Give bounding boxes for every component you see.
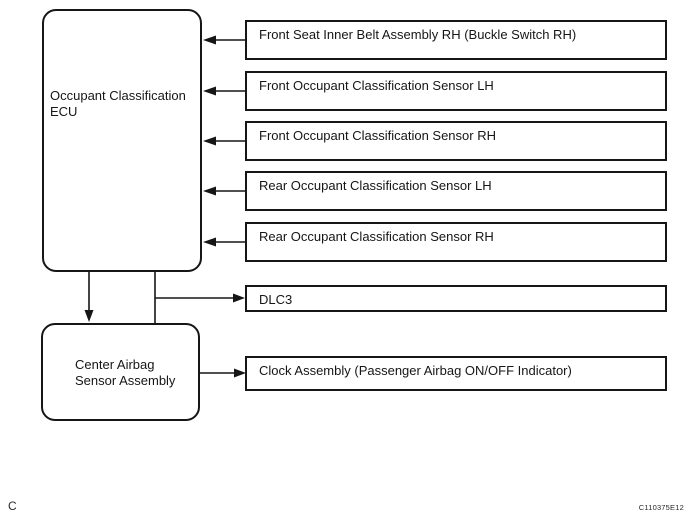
box-label: Front Occupant Classification Sensor RH (259, 128, 496, 143)
center-airbag-sensor-assembly-box: Center Airbag Sensor Assembly (41, 323, 200, 421)
arrow-belt-assembly-to-ecu (203, 35, 245, 45)
ecu-label-line1: Occupant Classification (50, 88, 186, 103)
occupant-classification-ecu-box: Occupant Classification ECU (42, 9, 202, 272)
front-occupant-classification-sensor-lh-box: Front Occupant Classification Sensor LH (245, 71, 667, 111)
box-label: Rear Occupant Classification Sensor LH (259, 178, 492, 193)
arrow-center-airbag-to-clock (200, 368, 246, 378)
box-label: DLC3 (259, 292, 293, 307)
arrow-front-sensor-rh-to-ecu (203, 136, 245, 146)
box-label: Front Occupant Classification Sensor LH (259, 78, 494, 93)
box-label: Clock Assembly (Passenger Airbag ON/OFF … (259, 363, 572, 378)
cas-label-line2: Sensor Assembly (75, 373, 176, 388)
box-label: Front Seat Inner Belt Assembly RH (Buckl… (259, 27, 577, 42)
box-label: Rear Occupant Classification Sensor RH (259, 229, 494, 244)
arrow-front-sensor-lh-to-ecu (203, 86, 245, 96)
clock-assembly-box: Clock Assembly (Passenger Airbag ON/OFF … (245, 356, 667, 391)
figure-code: C110375E12 (638, 503, 684, 512)
arrow-rear-sensor-lh-to-ecu (203, 186, 245, 196)
dlc3-box: DLC3 (245, 285, 667, 312)
arrow-rear-sensor-rh-to-ecu (203, 237, 245, 247)
cas-label-line1: Center Airbag (75, 357, 155, 372)
front-occupant-classification-sensor-rh-box: Front Occupant Classification Sensor RH (245, 121, 667, 161)
footer-page-marker: C (8, 499, 17, 513)
front-seat-inner-belt-assembly-box: Front Seat Inner Belt Assembly RH (Buckl… (245, 20, 667, 60)
ecu-label-line2: ECU (50, 104, 78, 119)
rear-occupant-classification-sensor-rh-box: Rear Occupant Classification Sensor RH (245, 222, 667, 262)
arrow-ecu-to-center-airbag (84, 271, 94, 322)
rear-occupant-classification-sensor-lh-box: Rear Occupant Classification Sensor LH (245, 171, 667, 211)
arrow-ecu-to-dlc3 (155, 293, 245, 303)
